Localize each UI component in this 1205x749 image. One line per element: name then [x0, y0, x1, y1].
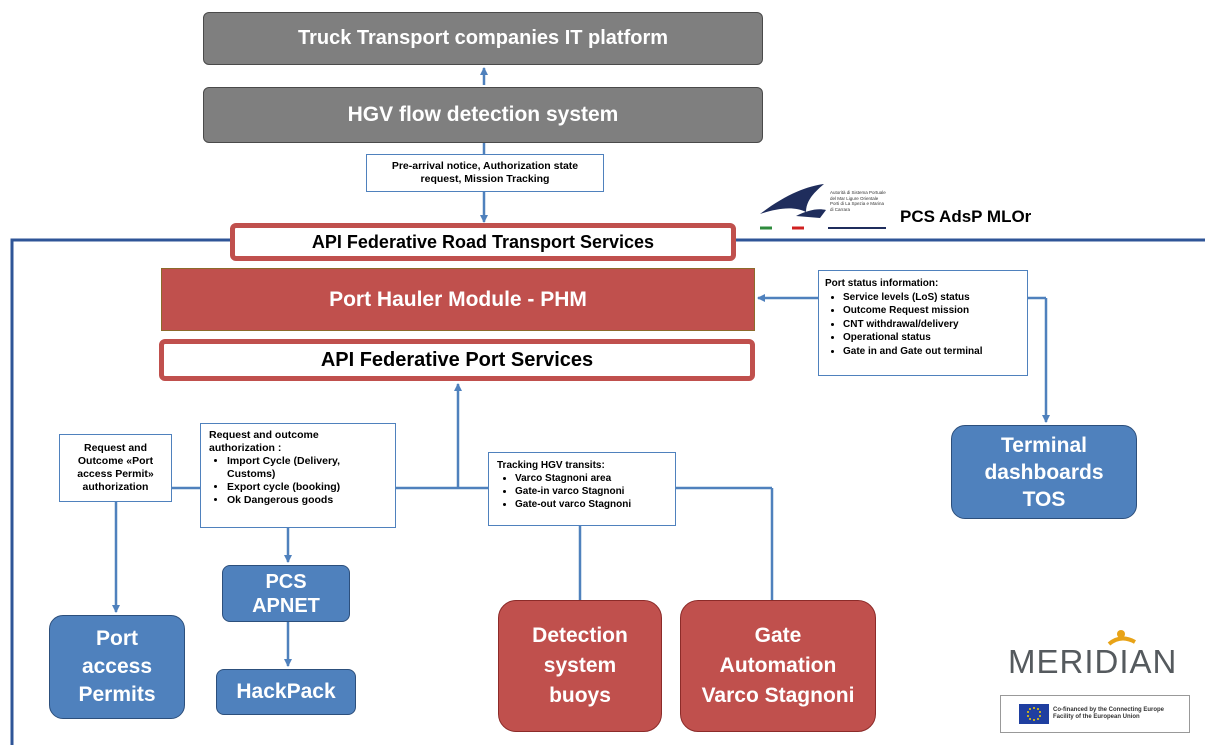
- detection-text-2: system: [543, 654, 617, 677]
- auth-list: Import Cycle (Delivery, Customs) Export …: [209, 455, 387, 507]
- tracking-list: Varco Stagnoni area Gate-in varco Stagno…: [497, 472, 667, 511]
- api-port-box: API Federative Port Services: [159, 339, 755, 381]
- eu-flag-icon: [1019, 704, 1049, 724]
- api-port-label: API Federative Port Services: [320, 348, 594, 371]
- port-status-note: Port status information: Service levels …: [818, 270, 1028, 376]
- phm-box: Port Hauler Module - PHM: [161, 268, 755, 331]
- detection-text-3: buoys: [549, 684, 611, 707]
- prearrival-text-1: Pre-arrival notice, Authorization state: [391, 160, 579, 172]
- port-access-text-1: Port: [96, 627, 138, 650]
- port-status-item: Operational status: [843, 331, 1021, 345]
- adsp-text: Autorità di Sistema Portuale del Mar Lig…: [830, 190, 886, 212]
- port-status-item: Outcome Request mission: [843, 304, 1021, 318]
- port-status-title: Port status information:: [825, 278, 939, 289]
- truck-platform-box: Truck Transport companies IT platform: [203, 12, 763, 65]
- auth-title-1: Request and outcome: [209, 429, 319, 441]
- auth-item: Import Cycle (Delivery, Customs): [227, 455, 387, 481]
- terminal-text-2: dashboards: [984, 460, 1104, 484]
- tracking-item: Varco Stagnoni area: [515, 472, 667, 485]
- meridian-person-icon: [1105, 628, 1141, 652]
- port-access-permits-box: Port access Permits: [49, 615, 185, 719]
- pcs-adsp-label: PCS AdsP MLOr: [900, 207, 1032, 226]
- tracking-title: Tracking HGV transits:: [497, 460, 605, 471]
- terminal-dashboards-box: Terminal dashboards TOS: [951, 425, 1137, 519]
- gate-text-3: Varco Stagnoni: [701, 684, 855, 707]
- truck-platform-label: Truck Transport companies IT platform: [297, 27, 669, 49]
- port-access-text-2: access: [81, 655, 153, 678]
- meridian-logo: MERIDIAN: [1008, 640, 1198, 684]
- terminal-text-3: TOS: [1022, 487, 1066, 511]
- gate-text-2: Automation: [719, 654, 837, 677]
- meridian-text: MERIDIAN: [1008, 643, 1178, 680]
- prearrival-note: Pre-arrival notice, Authorization state …: [366, 154, 604, 192]
- permit-note: Request and Outcome «Port access Permit»…: [59, 434, 172, 502]
- pcs-text-1: PCS: [265, 570, 307, 593]
- hackpack-box: HackPack: [216, 669, 356, 715]
- prearrival-text-2: request, Mission Tracking: [420, 173, 550, 185]
- permit-text-1: Request and: [83, 442, 147, 454]
- port-status-item: Gate in and Gate out terminal: [843, 345, 1021, 359]
- pcs-apnet-box: PCS APNET: [222, 565, 350, 622]
- port-access-text-3: Permits: [78, 683, 156, 706]
- api-road-box: API Federative Road Transport Services: [230, 223, 736, 261]
- auth-item: Export cycle (booking): [227, 481, 387, 494]
- terminal-text-1: Terminal: [1001, 433, 1087, 457]
- hgv-flow-box: HGV flow detection system: [203, 87, 763, 143]
- authorization-note: Request and outcome authorization : Impo…: [200, 423, 396, 528]
- api-road-label: API Federative Road Transport Services: [311, 231, 655, 252]
- eu-cofinance-logo: Co-financed by the Connecting Europe Fac…: [1000, 695, 1190, 733]
- tracking-note: Tracking HGV transits: Varco Stagnoni ar…: [488, 452, 676, 526]
- adsp-wave-logo: [760, 184, 886, 230]
- pcs-text-2: APNET: [252, 594, 320, 617]
- eu-cofinance-text: Co-financed by the Connecting Europe Fac…: [1053, 707, 1165, 720]
- tracking-item: Gate-in varco Stagnoni: [515, 485, 667, 498]
- auth-title-2: authorization :: [209, 442, 282, 454]
- port-status-list: Service levels (LoS) status Outcome Requ…: [825, 291, 1021, 359]
- auth-item: Ok Dangerous goods: [227, 494, 387, 507]
- permit-text-2: Outcome «Port: [77, 455, 154, 467]
- gate-automation-box: Gate Automation Varco Stagnoni: [680, 600, 876, 732]
- port-status-item: Service levels (LoS) status: [843, 291, 1021, 305]
- gate-text-1: Gate: [754, 624, 802, 647]
- permit-text-3: access Permit»: [77, 468, 154, 480]
- permit-text-4: authorization: [82, 481, 149, 493]
- hackpack-label: HackPack: [236, 680, 336, 703]
- port-status-item: CNT withdrawal/delivery: [843, 318, 1021, 332]
- phm-label: Port Hauler Module - PHM: [329, 287, 587, 311]
- adsp-logo: Autorità di Sistema Portuale del Mar Lig…: [756, 180, 896, 232]
- tracking-item: Gate-out varco Stagnoni: [515, 498, 667, 511]
- detection-text-1: Detection: [532, 624, 628, 647]
- hgv-flow-label: HGV flow detection system: [347, 103, 619, 126]
- detection-buoys-box: Detection system buoys: [498, 600, 662, 732]
